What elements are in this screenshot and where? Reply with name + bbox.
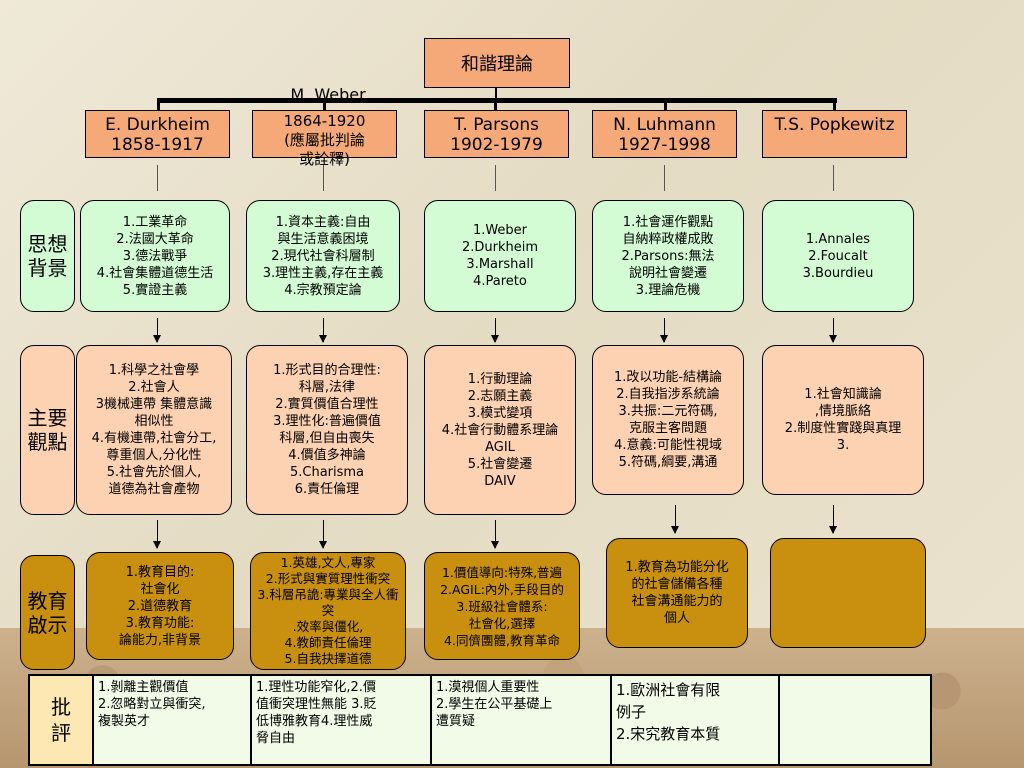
connector-drop-2 (323, 98, 326, 110)
arrow-vp-edu-1 (153, 520, 161, 549)
education-card-weber: 1.英雄,文人,專家 2.形式與實質理性衝突 3.科層吊詭:專業與全人衝突 .效… (250, 552, 406, 670)
arrow-vp-edu-4 (671, 505, 679, 534)
background-card-durkheim: 1.工業革命 2.法國大革命 3.德法戰爭 4.社會集體道德生活 5.實證主義 (80, 200, 230, 312)
education-card-popkewitz (770, 538, 926, 648)
head-line-2 (323, 165, 324, 191)
theorist-weber: 1864-1920 (應屬批判論 或詮釋) (283, 112, 366, 168)
critique-table: 批 評 1.剝離主觀價值 2.忽略對立與衝突, 複製英才 1.理性功能窄化,2.… (28, 674, 932, 766)
row-label-viewpoint: 主要 觀點 (20, 345, 75, 515)
education-card-durkheim: 1.教育目的: 社會化 2.道德教育 3.教育功能: 論能力,非背景 (86, 552, 234, 660)
connector-drop-5 (833, 98, 836, 110)
head-line-3 (495, 165, 496, 191)
critique-cell-durkheim: 1.剝離主觀價值 2.忽略對立與衝突, 複製英才 (92, 674, 252, 766)
row-label-background: 思想 背景 (20, 200, 75, 312)
background-card-weber: 1.資本主義:自由 與生活意義困境 2.現代社會科層制 3.理性主義,存在主義 … (246, 200, 400, 312)
arrow-bg-vp-2 (319, 318, 327, 343)
theorist-parsons: T. Parsons 1902-1979 (424, 110, 569, 158)
head-line-1 (157, 165, 158, 191)
viewpoint-card-weber: 1.形式目的合理性: 科層,法律 2.實質價值合理性 3.理性化:普遍價值 科層… (246, 345, 408, 515)
education-card-parsons: 1.價值導向:特殊,普遍 2.AGIL:內外,手段目的 3.班級社會體系: 社會… (424, 552, 580, 660)
arrow-vp-edu-5 (829, 505, 837, 534)
critique-cell-popkewitz (778, 674, 932, 766)
top-connector-bar (157, 98, 837, 103)
viewpoint-card-parsons: 1.行動理論 2.志願主義 3.模式變項 4.社會行動體系理論 AGIL 5.社… (424, 345, 576, 515)
arrow-bg-vp-1 (153, 318, 161, 343)
diagram-title: 和諧理論 (424, 38, 570, 88)
head-line-5 (833, 165, 834, 191)
row-label-education: 教育 啟示 (20, 555, 75, 670)
theorist-durkheim: E. Durkheim 1858-1917 (85, 110, 230, 158)
education-card-luhmann: 1.教育為功能分化 的社會儲備各種 社會溝通能力的 個人 (606, 538, 748, 648)
critique-cell-luhmann: 1.歐洲社會有限 例子 2.宋究教育本質 (610, 674, 780, 766)
row-label-critique: 批 評 (28, 674, 94, 766)
head-line-4 (664, 165, 665, 191)
arrow-bg-vp-4 (660, 318, 668, 343)
viewpoint-card-popkewitz: 1.社會知識論 ,情境脈絡 2.制度性實踐與真理 3. (762, 345, 924, 495)
theorist-popkewitz: T.S. Popkewitz (762, 110, 907, 158)
arrow-bg-vp-3 (491, 318, 499, 343)
background-card-parsons: 1.Weber 2.Durkheim 3.Marshall 4.Pareto (424, 200, 576, 312)
theorist-luhmann: N. Luhmann 1927-1998 (592, 110, 737, 158)
background-card-luhmann: 1.社會運作觀點 自納粹政權成敗 2.Parsons:無法 說明社會變遷 3.理… (592, 200, 744, 312)
critique-row: 批 評 1.剝離主觀價值 2.忽略對立與衝突, 複製英才 1.理性功能窄化,2.… (28, 674, 932, 766)
critique-cell-parsons: 1.漠視個人重要性 2.學生在公平基礎上 遭質疑 (430, 674, 612, 766)
viewpoint-card-durkheim: 1.科學之社會學 2.社會人 3機械連帶 集體意識 相似性 4.有機連帶,社會分… (76, 345, 232, 515)
arrow-vp-edu-2 (319, 520, 327, 549)
connector-drop-4 (664, 98, 667, 110)
connector-drop-1 (157, 98, 160, 110)
arrow-vp-edu-3 (491, 520, 499, 549)
arrow-bg-vp-5 (829, 318, 837, 343)
connector-drop-3 (494, 98, 497, 110)
title-connector (495, 88, 497, 100)
background-card-popkewitz: 1.Annales 2.Foucalt 3.Bourdieu (762, 200, 914, 312)
viewpoint-card-luhmann: 1.改以功能-結構論 2.自我指涉系統論 3.共振:二元符碼, 克服主客問題 4… (592, 345, 744, 495)
critique-cell-weber: 1.理性功能窄化,2.價 值衝突理性無能 3.貶 低博雅教育4.理性威 脅自由 (250, 674, 432, 766)
weber-name-label: M. Weber (290, 85, 366, 104)
theorist-weber-box (252, 110, 397, 158)
